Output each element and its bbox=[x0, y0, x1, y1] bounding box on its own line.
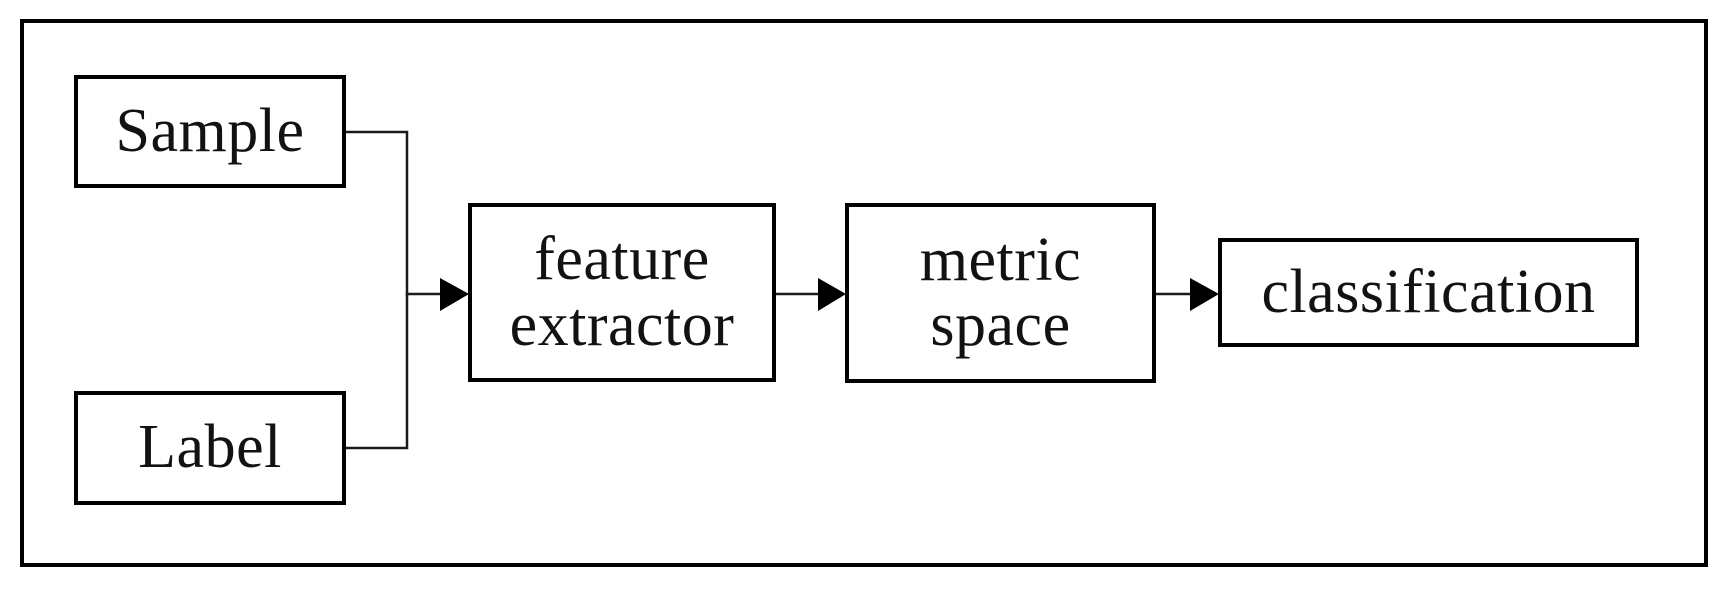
node-sample-label: Sample bbox=[115, 96, 305, 165]
label-connector-line bbox=[345, 293, 409, 450]
node-feature-extractor: feature extractor bbox=[468, 203, 776, 382]
sample-connector-line bbox=[345, 130, 409, 296]
node-label: Label bbox=[74, 391, 346, 505]
node-classification: classification bbox=[1218, 238, 1639, 347]
metric-to-classification-arrowhead bbox=[1190, 278, 1219, 311]
node-metric-space: metric space bbox=[845, 203, 1156, 383]
diagram-frame bbox=[20, 19, 1708, 567]
node-metric-space-label: metric space bbox=[919, 225, 1082, 359]
node-classification-label: classification bbox=[1261, 257, 1596, 326]
node-sample: Sample bbox=[74, 75, 346, 188]
merge-to-feature-arrowhead bbox=[440, 278, 469, 311]
node-label-label: Label bbox=[138, 413, 282, 482]
feature-to-metric-arrowhead bbox=[818, 278, 846, 311]
node-feature-extractor-label: feature extractor bbox=[509, 225, 735, 359]
